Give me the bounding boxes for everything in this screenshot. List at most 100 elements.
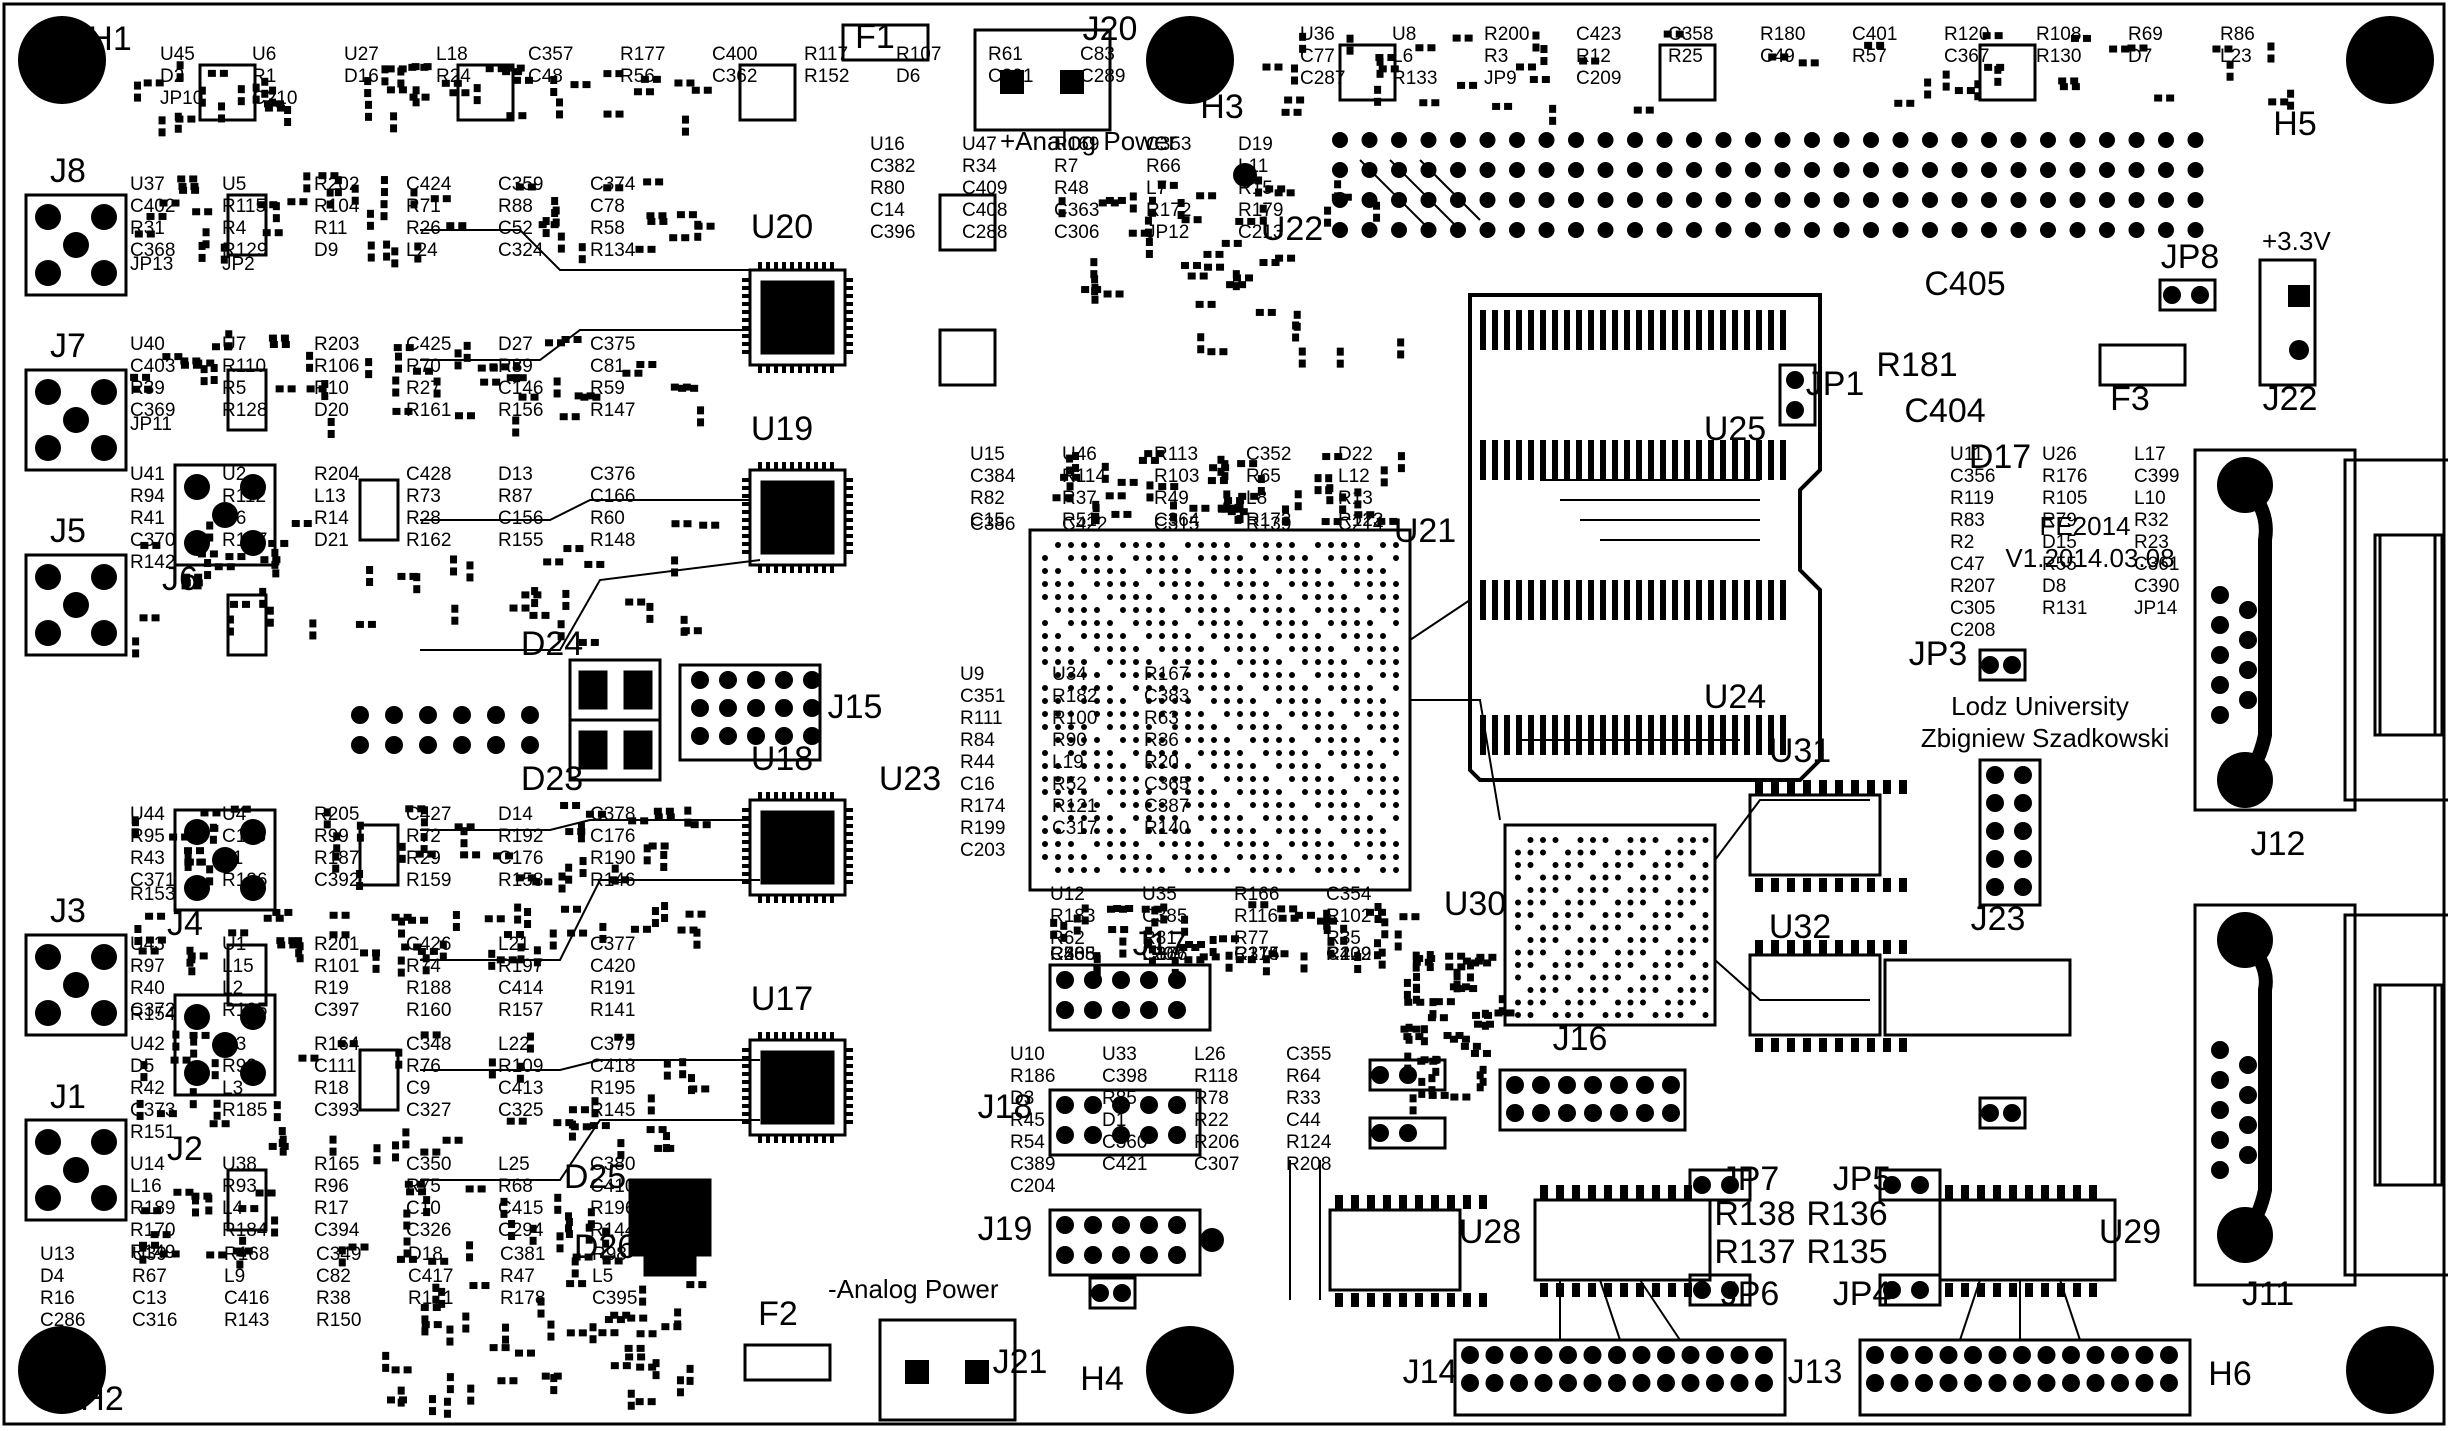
small-designator: D27 <box>498 334 533 355</box>
designator-jp4: JP4 <box>1833 1275 1892 1313</box>
designator-c404: C404 <box>1904 392 1985 430</box>
small-designator: L11 <box>1238 156 1268 177</box>
sma-pads <box>35 204 266 1211</box>
small-designator: R7 <box>1054 156 1078 177</box>
small-designator: U36 <box>1300 24 1335 45</box>
designator-j15: J15 <box>828 688 883 726</box>
small-designator: U46 <box>1062 444 1097 465</box>
small-designator: R66 <box>1146 156 1181 177</box>
small-designator: U37 <box>130 174 165 195</box>
small-designator: R104 <box>314 196 360 217</box>
small-designator: R96 <box>314 1176 349 1197</box>
small-designator: R168 <box>224 1244 269 1265</box>
dsub-right-edge <box>2378 533 2444 1187</box>
small-designator: R45 <box>1010 1110 1045 1131</box>
small-designator: C403 <box>130 356 175 377</box>
small-designator: C367 <box>1944 46 1989 67</box>
small-designator: R72 <box>406 826 441 847</box>
small-designator: R71 <box>406 196 441 217</box>
small-designator: C410 <box>590 1176 635 1197</box>
small-designator: L12 <box>1338 466 1370 487</box>
small-designator: R164 <box>314 1034 360 1055</box>
small-designator: R195 <box>590 1078 635 1099</box>
v33-label: +3.3V <box>2262 226 2331 256</box>
small-designator: C327 <box>406 1100 451 1121</box>
small-designator: C389 <box>1010 1154 1055 1175</box>
small-designator: C409 <box>962 178 1007 199</box>
small-designator: R98 <box>592 1244 627 1265</box>
small-designator: L25 <box>498 1154 530 1175</box>
small-designator: R5 <box>222 378 246 399</box>
small-designator: R100 <box>1052 708 1097 729</box>
designator-j12: J12 <box>2251 825 2306 863</box>
small-designator: R122 <box>1326 944 1371 965</box>
fpga-bga-u21 <box>1028 528 1412 892</box>
small-designator: R172 <box>1146 200 1191 221</box>
small-designator: R173 <box>1246 510 1291 531</box>
small-designator: D18 <box>408 1244 443 1265</box>
designator-h3: H3 <box>1200 88 1243 126</box>
small-designator: D14 <box>498 804 533 825</box>
small-designator: R39 <box>130 378 165 399</box>
small-designator: R92 <box>222 1056 257 1077</box>
designator-jp7: JP7 <box>1721 1160 1780 1198</box>
small-designator: U35 <box>1142 884 1177 905</box>
small-designator: R42 <box>130 1078 165 1099</box>
small-designator: R209 <box>1326 944 1371 965</box>
small-designator: R185 <box>222 1100 267 1121</box>
designator-u25: U25 <box>1704 410 1766 448</box>
small-designator: R69 <box>2128 24 2163 45</box>
small-designator: C383 <box>1144 686 1189 707</box>
designator-j14: J14 <box>1403 1353 1458 1391</box>
small-designator: R128 <box>222 400 267 421</box>
small-designator: C399 <box>2134 466 2179 487</box>
small-designator: R205 <box>314 804 359 825</box>
small-designator: R102 <box>1326 906 1371 927</box>
small-designator: JP9 <box>1484 68 1517 89</box>
designator-j23: J23 <box>1971 900 2026 938</box>
small-designator: R23 <box>2134 532 2169 553</box>
small-designator: C369 <box>130 400 175 421</box>
designator-jp1: JP1 <box>1806 365 1865 403</box>
small-designator: R192 <box>498 826 543 847</box>
small-designator: R63 <box>1144 708 1179 729</box>
designator-d25: D25 <box>564 1158 626 1196</box>
small-designator: C392 <box>314 870 359 891</box>
designator-j8: J8 <box>50 152 86 190</box>
small-designator: R108 <box>2036 24 2081 45</box>
small-designator: C15 <box>970 510 1005 531</box>
small-designator: R90 <box>1052 730 1087 751</box>
designator-r137: R137 <box>1714 1233 1795 1271</box>
small-designator: R40 <box>130 978 165 999</box>
small-designator: C364 <box>1154 510 1200 531</box>
sma-connectors <box>24 193 277 1222</box>
small-designator: L18 <box>436 44 468 65</box>
small-designator: R2 <box>1950 532 1974 553</box>
small-designator: R99 <box>314 826 349 847</box>
small-designator: R52 <box>1052 774 1087 795</box>
small-designator: D3 <box>1010 1088 1034 1109</box>
small-designator: C156 <box>498 508 543 529</box>
small-designator: R87 <box>498 486 533 507</box>
small-designator: C379 <box>590 1034 635 1055</box>
small-designator: R174 <box>960 796 1006 817</box>
small-designator: C384 <box>970 466 1016 487</box>
small-designator: D2 <box>160 66 184 87</box>
small-designator: R38 <box>316 1288 351 1309</box>
small-designator: C377 <box>590 934 635 955</box>
small-designator: R126 <box>222 870 267 891</box>
small-designator: R145 <box>590 1100 635 1121</box>
small-designator: R33 <box>1286 1088 1321 1109</box>
small-designator: JP12 <box>1146 222 1189 243</box>
small-designator: R160 <box>406 1000 451 1021</box>
small-designators: U45U36U37U40U41U44U43U42U14U13U16U15U9U1… <box>40 24 2255 1331</box>
small-designator: C427 <box>406 804 451 825</box>
small-designator: C166 <box>590 486 635 507</box>
small-designator: C372 <box>130 1000 175 1021</box>
small-designator: R74 <box>406 956 441 977</box>
small-designator: R61 <box>988 44 1023 65</box>
small-designator: U14 <box>130 1154 165 1175</box>
small-designator: C305 <box>1950 598 1995 619</box>
small-designator: C358 <box>1668 24 1713 45</box>
small-designator: R201 <box>314 934 359 955</box>
